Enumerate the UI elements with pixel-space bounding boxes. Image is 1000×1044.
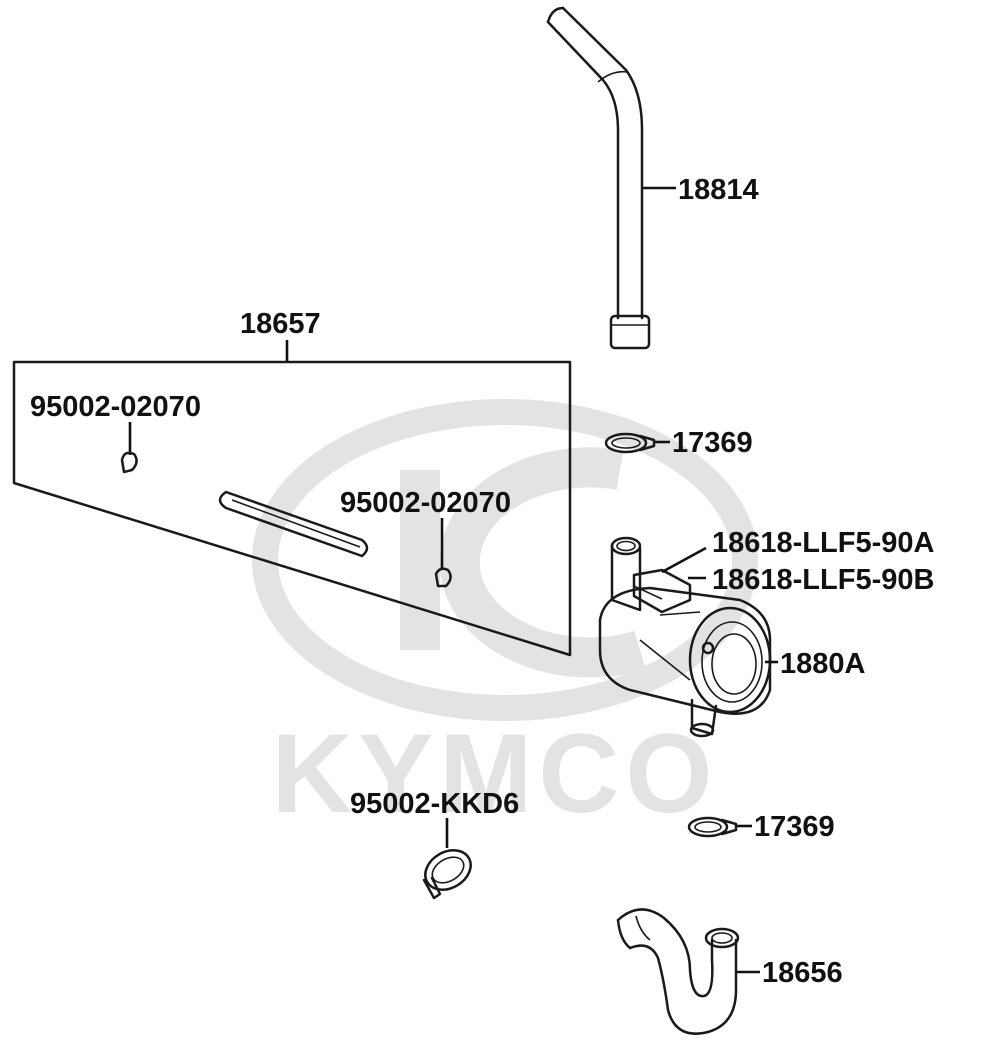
- label-17369-upper: 17369: [672, 427, 753, 459]
- label-18814: 18814: [678, 174, 759, 206]
- lower-hose: [616, 908, 740, 1035]
- label-18618-llf5-90a: 18618-LLF5-90A: [712, 527, 934, 559]
- label-18618-llf5-90b: 18618-LLF5-90B: [712, 564, 934, 596]
- kit-box: [12, 340, 572, 657]
- label-95002-02070-b: 95002-02070: [340, 487, 511, 519]
- kit-clip-1: [120, 422, 138, 474]
- label-18657: 18657: [240, 308, 321, 340]
- label-18656: 18656: [762, 957, 843, 989]
- label-1880a: 1880A: [780, 648, 866, 680]
- label-95002-02070-a: 95002-02070: [30, 391, 201, 423]
- leader-18618-a: [661, 546, 707, 574]
- label-17369-lower: 17369: [754, 811, 835, 843]
- kymco-watermark-text: KYMCO: [272, 711, 719, 836]
- kit-clip-2: [434, 518, 452, 588]
- air-valve-assembly: [598, 536, 772, 738]
- upper-hose: [546, 6, 651, 350]
- kit-hose: [218, 490, 369, 558]
- band-clamp: [422, 818, 472, 900]
- label-95002-kkd6: 95002-KKD6: [350, 788, 519, 820]
